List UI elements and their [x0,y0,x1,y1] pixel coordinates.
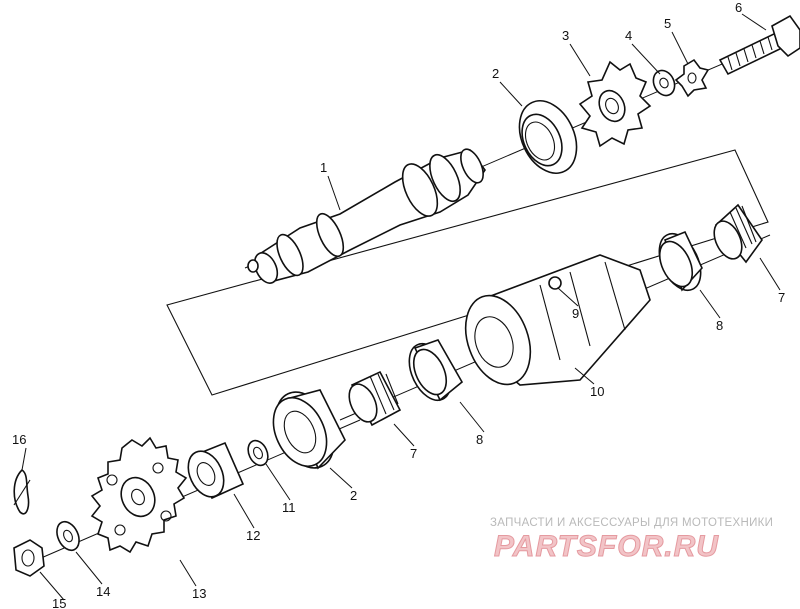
part-11-washer [247,439,269,467]
part-16-cotter-pin [13,468,31,515]
part-4-washer [652,69,676,97]
watermark: ЗАПЧАСТИ И АКСЕССУАРЫ ДЛЯ МОТОТЕХНИКИ PA… [490,517,773,564]
part-7-roller-bearing-upper [713,203,763,264]
part-7-roller-bearing-lower [348,370,402,427]
callout-14: 14 [96,584,110,599]
callout-15: 15 [52,596,66,609]
part-2-bearing-upper [518,100,578,174]
callout-7-upper: 7 [778,290,785,305]
part-13-large-sprocket [90,436,188,554]
callout-8-lower: 8 [476,432,483,447]
callout-8-upper: 8 [716,318,723,333]
callout-labels: 1 2 3 4 5 6 7 8 9 10 8 7 2 11 12 13 14 1… [12,0,785,609]
assembly-outline [166,149,769,396]
callout-16: 16 [12,432,26,447]
callout-3: 3 [562,28,569,43]
callout-12: 12 [246,528,260,543]
part-14-washer [56,520,80,552]
watermark-logo: PARTSFOR.RU [494,530,719,563]
part-15-castle-nut [13,539,45,577]
part-8-race-upper [658,230,703,292]
watermark-tagline: ЗАПЧАСТИ И АКСЕССУАРЫ ДЛЯ МОТОТЕХНИКИ [490,517,773,529]
part-6-bolt [718,14,800,76]
callout-2-lower: 2 [350,488,357,503]
callout-10: 10 [590,384,604,399]
part-8-race-lower [408,339,464,402]
part-9-ball [548,276,562,290]
callout-11: 11 [282,500,296,515]
part-1-shaft [247,148,486,284]
callout-9: 9 [572,306,579,321]
part-3-small-sprocket [578,60,652,148]
part-12-spacer [187,441,245,500]
callout-5: 5 [664,16,671,31]
callout-7-lower: 7 [410,446,417,461]
part-5-lock-washer [674,58,710,98]
leader-lines [21,13,781,601]
callout-2-upper: 2 [492,66,499,81]
part-10-hub [464,254,651,386]
callout-4: 4 [625,28,632,43]
callout-13: 13 [192,586,206,601]
callout-1: 1 [320,160,327,175]
part-2-bearing-lower [272,389,346,470]
callout-6: 6 [735,0,742,15]
